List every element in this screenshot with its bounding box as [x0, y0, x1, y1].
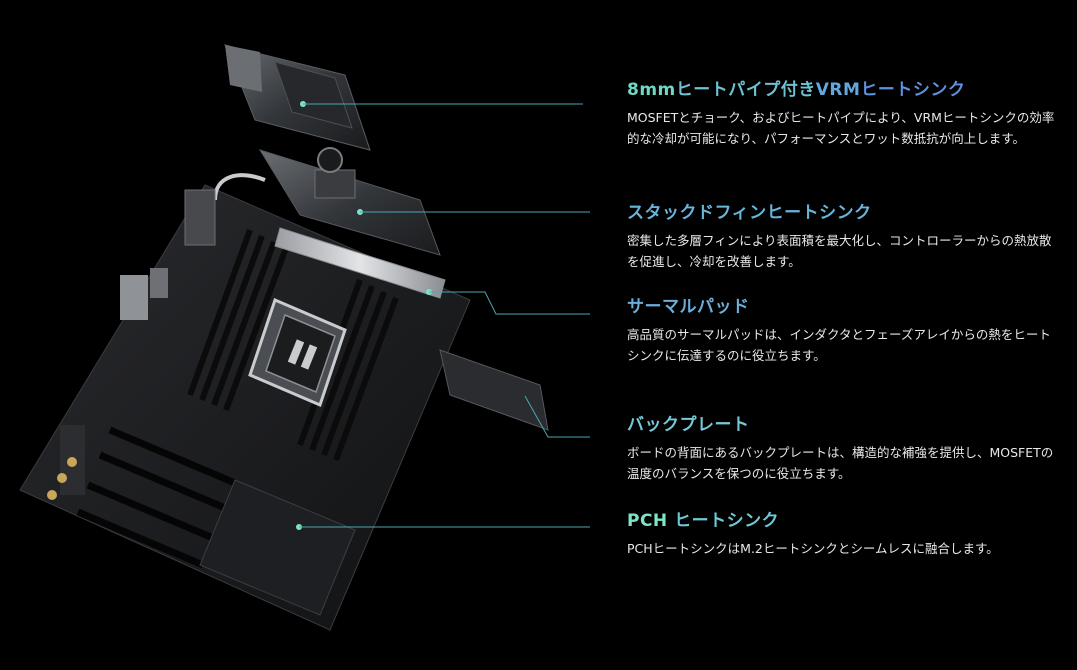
backplate [439, 349, 549, 431]
title-strong: PCH [627, 511, 668, 531]
title-rest: ヒートパイプ付き [675, 80, 816, 100]
feature-stacked-fin-heatsink: スタックドフィンヒートシンク 密集した多層フィンにより表面積を最大化し、コントロ… [627, 202, 1057, 272]
title-prefix: 8mm [627, 80, 676, 100]
title-rest: ヒートシンク [667, 511, 780, 531]
feature-backplate: バックプレート ボードの背面にあるバックプレートは、構造的な補強を提供し、MOS… [627, 414, 1057, 484]
motherboard-pcb [19, 184, 471, 631]
feature-thermal-pad: サーマルパッド 高品質のサーマルパッドは、インダクタとフェーズアレイからの熱をヒ… [627, 296, 1057, 366]
cpu-socket [248, 297, 347, 408]
feature-pch-heatsink: PCH ヒートシンク PCHヒートシンクはM.2ヒートシンクとシームレスに融合し… [627, 510, 1057, 559]
rear-io [47, 268, 168, 500]
dimm-slots [187, 228, 399, 462]
feature-title-vrm: 8mmヒートパイプ付きVRMヒートシンク [627, 79, 1057, 101]
pcie-slots [76, 426, 237, 569]
feature-desc-pad: 高品質のサーマルパッドは、インダクタとフェーズアレイからの熱をヒートシンクに伝達… [627, 327, 1051, 363]
feature-desc-vrm: MOSFETとチョーク、およびヒートパイプにより、VRMヒートシンクの効率的な冷… [627, 110, 1055, 146]
vrm-heatsink [224, 44, 371, 151]
title-suffix: ヒートシンク [860, 80, 966, 100]
feature-desc-pch: PCHヒートシンクはM.2ヒートシンクとシームレスに融合します。 [627, 541, 999, 556]
leader-lines [299, 103, 590, 528]
title-strong: VRM [815, 80, 861, 100]
leader-line-back [524, 395, 590, 438]
feature-title-pad: サーマルパッド [627, 297, 750, 317]
stacked-fin-heatsink [184, 147, 441, 256]
feature-title-fin: スタックドフィンヒートシンク [627, 203, 872, 223]
feature-title-pch: PCH ヒートシンク [627, 510, 1057, 532]
thermal-pad [274, 227, 446, 299]
feature-desc-fin: 密集した多層フィンにより表面積を最大化し、コントローラーからの熱放散を促進し、冷… [627, 233, 1052, 269]
feature-title-back: バックプレート [627, 415, 750, 435]
feature-vrm-heatsink: 8mmヒートパイプ付きVRMヒートシンク MOSFETとチョーク、およびヒートパ… [627, 79, 1057, 149]
leader-line-pad [429, 291, 590, 315]
feature-desc-back: ボードの背面にあるバックプレートは、構造的な補強を提供し、MOSFETの温度のバ… [627, 445, 1054, 481]
